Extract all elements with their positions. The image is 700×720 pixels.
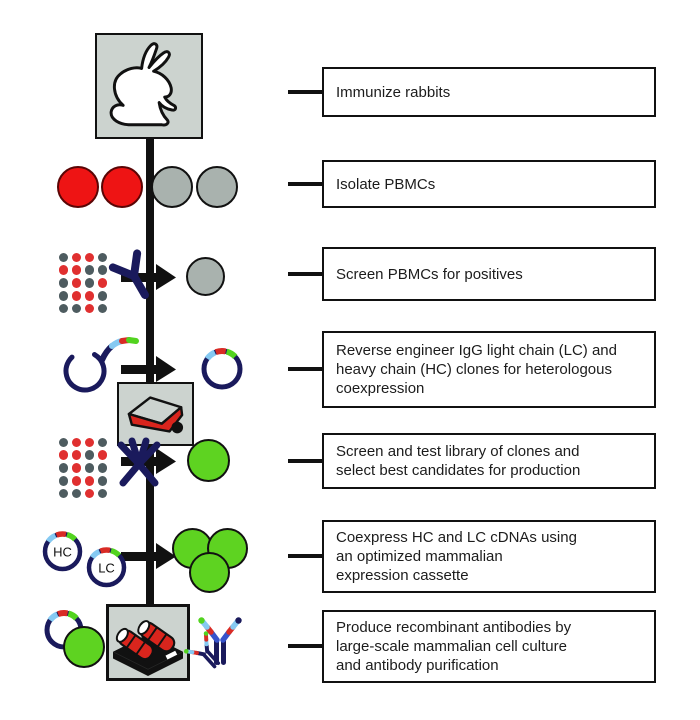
leader-line	[288, 644, 322, 648]
well-dot	[58, 463, 69, 473]
well-dot	[71, 437, 82, 448]
step-box-reverse-engineer: Reverse engineer IgG light chain (LC) an…	[322, 331, 656, 408]
well-dot	[84, 265, 95, 275]
lc-plasmid-icon: LC	[86, 547, 127, 588]
leader-line	[288, 272, 322, 276]
well-dot	[58, 252, 69, 263]
culture-flask-box	[117, 382, 194, 446]
pbmc-gray-cell	[196, 166, 238, 208]
well-dot	[58, 450, 69, 460]
microwell-grid-icon	[57, 251, 109, 315]
green-cell-icon	[189, 552, 230, 593]
roller-bottles-icon	[112, 620, 184, 677]
step-label: Coexpress HC and LC cDNAs using an optim…	[336, 529, 577, 584]
well-dot	[97, 291, 108, 301]
well-dot	[71, 265, 82, 275]
well-dot	[71, 278, 82, 288]
well-dot	[84, 291, 95, 301]
pbmc-red-cell	[101, 166, 143, 208]
well-dot	[84, 437, 95, 448]
recombinant-antibody-icon	[183, 617, 242, 669]
step-box-screen-library: Screen and test library of clones and se…	[322, 433, 656, 489]
well-dot	[58, 488, 69, 499]
well-dot	[97, 463, 108, 473]
step-label: Screen PBMCs for positives	[336, 265, 523, 283]
hc-plasmid-icon: HC	[42, 531, 83, 572]
well-dot	[84, 450, 95, 460]
well-dot	[58, 291, 69, 301]
svg-text:LC: LC	[98, 561, 115, 576]
well-dot	[71, 303, 82, 314]
step-box-screen-pbmcs: Screen PBMCs for positives	[322, 247, 656, 301]
well-dot	[71, 291, 82, 301]
leader-line	[288, 90, 322, 94]
step-label: Produce recombinant antibodies by large-…	[336, 619, 572, 674]
green-cell-icon	[187, 439, 230, 482]
rabbit-box	[95, 33, 203, 139]
step-box-isolate-pbmcs: Isolate PBMCs	[322, 160, 656, 208]
antibody-navy-icon	[108, 249, 149, 300]
well-dot	[97, 450, 108, 460]
step-box-immunize-rabbits: Immunize rabbits	[322, 67, 656, 117]
step-label: Reverse engineer IgG light chain (LC) an…	[336, 342, 617, 397]
rabbit-icon	[109, 42, 177, 127]
culture-flask-icon	[127, 396, 183, 434]
leader-line	[288, 182, 322, 186]
well-dot	[97, 252, 108, 263]
well-dot	[84, 278, 95, 288]
step-label: Screen and test library of clones and se…	[336, 443, 581, 479]
well-dot	[58, 278, 69, 288]
arrow-right-icon	[121, 543, 176, 569]
well-dot	[58, 303, 69, 314]
pbmc-gray-cell	[151, 166, 193, 208]
antibody-cluster-icon	[117, 437, 161, 487]
well-dot	[71, 488, 82, 499]
well-dot	[71, 252, 82, 263]
leader-line	[288, 367, 322, 371]
well-dot	[84, 463, 95, 473]
step-box-produce-antibodies: Produce recombinant antibodies by large-…	[322, 610, 656, 683]
well-dot	[84, 252, 95, 263]
leader-line	[288, 459, 322, 463]
well-dot	[84, 488, 95, 499]
step-box-coexpress: Coexpress HC and LC cDNAs using an optim…	[322, 520, 656, 593]
well-dot	[58, 265, 69, 275]
roller-bottle-box	[106, 604, 190, 681]
green-cell-icon	[63, 626, 105, 668]
well-dot	[71, 450, 82, 460]
well-dot	[97, 278, 108, 288]
screened-cell	[186, 257, 225, 296]
well-dot	[97, 488, 108, 499]
open-plasmid-icon	[63, 349, 107, 393]
well-dot	[84, 303, 95, 314]
microwell-grid-icon	[57, 436, 109, 500]
pbmc-red-cell	[57, 166, 99, 208]
well-dot	[71, 476, 82, 486]
well-dot	[58, 437, 69, 448]
well-dot	[58, 476, 69, 486]
well-dot	[97, 476, 108, 486]
well-dot	[71, 463, 82, 473]
well-dot	[97, 303, 108, 314]
well-dot	[84, 476, 95, 486]
step-label: Immunize rabbits	[336, 83, 451, 101]
svg-text:HC: HC	[53, 545, 72, 560]
well-dot	[97, 265, 108, 275]
leader-line	[288, 554, 322, 558]
insert-fragment-icon	[99, 337, 139, 363]
arrow-right-icon	[121, 356, 176, 382]
step-label: Isolate PBMCs	[336, 175, 436, 193]
well-dot	[97, 437, 108, 448]
plasmid-icon	[201, 348, 243, 390]
